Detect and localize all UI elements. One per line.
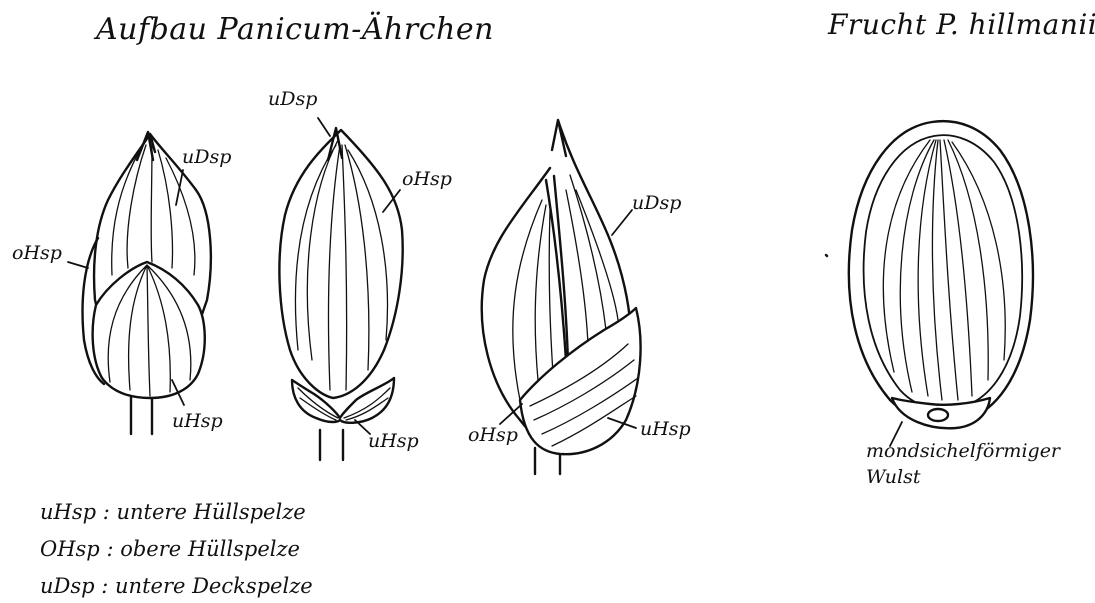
label-fig1-uhsp: uHsp xyxy=(172,410,223,432)
spikelet-3-leader-udsp xyxy=(612,210,632,235)
fruit-dot xyxy=(826,255,827,256)
spikelet-2-stalk xyxy=(320,430,343,460)
fruit-drawing xyxy=(826,121,1033,446)
legend-text: : obere Hüllspelze xyxy=(106,537,300,561)
title-spikelet-structure: Aufbau Panicum-Ährchen xyxy=(96,12,494,47)
spikelet-2-upper-glume xyxy=(279,130,402,398)
spikelet-2-lower-glume xyxy=(292,378,394,423)
label-fig2-udsp: uDsp xyxy=(268,88,317,110)
legend-abbr: OHsp xyxy=(40,537,100,561)
label-fig2-ohsp: oHsp xyxy=(402,168,452,190)
title-fruit: Frucht P. hillmanii xyxy=(828,8,1095,41)
label-fig3-ohsp: oHsp xyxy=(468,424,518,446)
fruit-veins xyxy=(883,140,1005,400)
spikelet-side-view xyxy=(279,118,402,460)
label-fig3-uhsp: uHsp xyxy=(640,418,691,440)
legend-abbr: uDsp xyxy=(40,574,95,598)
label-fig3-udsp: uDsp xyxy=(632,192,681,214)
label-fruit-bulge: Wulst xyxy=(866,466,920,488)
spikelet-1-leader-ohsp xyxy=(68,262,88,268)
legend-item-udsp: uDsp : untere Deckspelze xyxy=(40,574,313,598)
label-fig1-ohsp: oHsp xyxy=(12,242,62,264)
legend-item-uhsp: uHsp : untere Hüllspelze xyxy=(40,500,306,524)
label-fig2-uhsp: uHsp xyxy=(368,430,419,452)
legend-text: : untere Deckspelze xyxy=(101,574,312,598)
spikelet-2-leader-udsp xyxy=(318,118,330,136)
spikelet-3-split xyxy=(554,176,568,362)
label-fruit-crescent: mondsichelförmiger xyxy=(866,440,1060,462)
spikelet-1-leader-udsp xyxy=(176,170,183,205)
spikelet-rear-view xyxy=(482,120,641,474)
spikelet-front-view xyxy=(68,132,211,434)
spikelet-3-lower-glume xyxy=(520,308,641,454)
fruit-inner-outline xyxy=(864,135,1023,409)
legend-item-ohsp: OHsp : obere Hüllspelze xyxy=(40,537,300,561)
legend-abbr: uHsp xyxy=(40,500,96,524)
spikelet-2-veins xyxy=(295,140,387,390)
fruit-crescent-bulge xyxy=(892,398,990,428)
legend-text: : untere Hüllspelze xyxy=(103,500,306,524)
label-fig1-udsp: uDsp xyxy=(182,146,231,168)
